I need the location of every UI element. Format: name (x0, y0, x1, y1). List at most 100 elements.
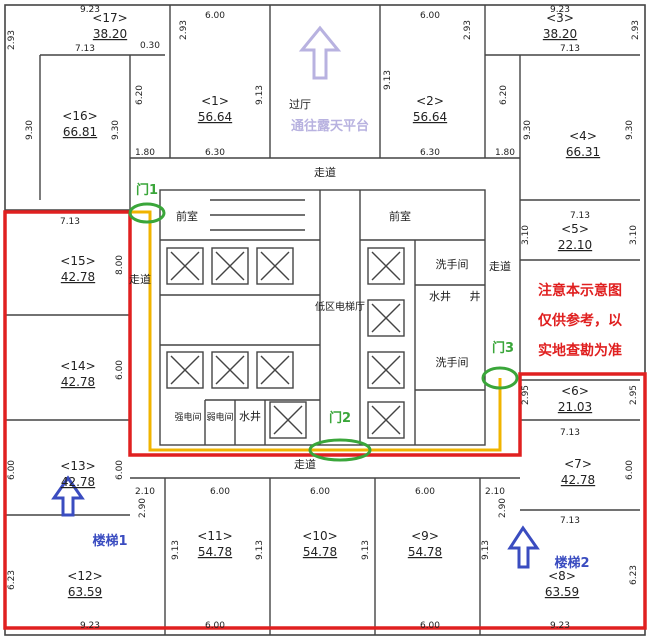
elevator-box (269, 401, 307, 439)
unit-id: <8> (548, 569, 576, 583)
dim-210-b: 2.10 (485, 487, 505, 497)
unit-area: 56.64 (198, 110, 232, 124)
dim-713-f: 7.13 (560, 516, 580, 526)
corridor-right-label: 走道 (489, 259, 511, 273)
notice-line-3: 实地查勘为准 (538, 342, 622, 359)
elevator-box (211, 247, 249, 285)
unit-area: 42.78 (61, 375, 95, 389)
unit-id: <3> (546, 11, 574, 25)
unit-id: <16> (62, 109, 97, 123)
pipe-well-label: 井 (470, 289, 481, 303)
dim-180-a: 1.80 (135, 148, 155, 158)
unit-area: 42.78 (561, 473, 595, 487)
unit-area: 42.78 (61, 270, 95, 284)
elevator-box (211, 351, 249, 389)
dim-913-e: 9.13 (361, 540, 371, 560)
corridor-left-label: 走道 (129, 272, 151, 286)
dim-top-left: 9.23 (80, 5, 100, 15)
dim-293-a: 2.93 (7, 30, 17, 50)
dim-620-a: 6.20 (135, 85, 145, 105)
dim-293-d: 2.93 (631, 20, 641, 40)
door1-label: 门1 (136, 182, 158, 198)
dim-913-c: 9.13 (171, 540, 181, 560)
unit-labels: <17>38.20<1>56.64<2>56.64<3>38.20<16>66.… (60, 11, 600, 599)
water-well-2-label: 水井 (239, 409, 261, 423)
elevator-box (367, 299, 405, 337)
unit-area: 38.20 (93, 27, 127, 41)
unit-area: 66.31 (566, 145, 600, 159)
elevator-group (166, 247, 405, 439)
unit-area: 63.59 (545, 585, 579, 599)
unit-id: <15> (60, 254, 95, 268)
dimension-labels: 9.23 6.00 6.00 9.23 7.13 7.13 7.13 7.13 … (7, 5, 641, 631)
hall-label: 过厅 (289, 98, 311, 111)
door2-marker (308, 438, 372, 462)
dim-630-a: 6.30 (205, 148, 225, 158)
unit-id: <13> (60, 459, 95, 473)
highlight-zone-red (3, 210, 647, 630)
dim-713-c: 7.13 (60, 217, 80, 227)
dim-930-a: 9.30 (25, 120, 35, 140)
unit-id: <12> (67, 569, 102, 583)
dim-930-b: 9.30 (111, 120, 121, 140)
elevator-box (166, 351, 204, 389)
elevator-box (367, 401, 405, 439)
unit-id: <10> (302, 529, 337, 543)
dim-030: 0.30 (140, 41, 160, 51)
dim-293-c: 2.93 (463, 20, 473, 40)
dim-600-d: 6.00 (310, 487, 330, 497)
washroom-top-label: 洗手间 (436, 257, 469, 271)
dim-600-h: 6.00 (7, 460, 17, 480)
dim-930-c: 9.30 (523, 120, 533, 140)
unit-area: 54.78 (408, 545, 442, 559)
unit-id: <9> (411, 529, 439, 543)
dim-913-f: 9.13 (481, 540, 491, 560)
unit-id: <14> (60, 359, 95, 373)
unit-area: 66.81 (63, 125, 97, 139)
unit-id: <11> (197, 529, 232, 543)
right-column-walls (520, 199, 640, 511)
dim-293-b: 2.93 (179, 20, 189, 40)
strong-elec-label: 强电间 (174, 411, 201, 423)
elevator-box (256, 247, 294, 285)
dim-713-d: 7.13 (570, 211, 590, 221)
dim-713-a: 7.13 (75, 44, 95, 54)
unit-area: 22.10 (558, 238, 592, 252)
dim-913-b: 9.13 (383, 70, 393, 90)
dim-top-right: 9.23 (550, 5, 570, 15)
corridor-bottom-label: 走道 (294, 457, 316, 471)
door3-marker (481, 366, 519, 390)
unit-id: <4> (569, 129, 597, 143)
dim-630-b: 6.30 (420, 148, 440, 158)
door2-label: 门2 (329, 410, 351, 426)
unit-area: 42.78 (61, 475, 95, 489)
dim-800: 8.00 (115, 255, 125, 275)
dim-623-b: 6.23 (629, 565, 639, 585)
door1-marker (128, 202, 166, 224)
dim-top-a: 6.00 (205, 11, 225, 21)
dim-713-e: 7.13 (560, 428, 580, 438)
water-well-label: 水井 (429, 289, 451, 303)
dim-310-b: 3.10 (629, 225, 639, 245)
elevator-box (367, 247, 405, 285)
elevator-box (166, 247, 204, 285)
unit-id: <1> (201, 94, 229, 108)
dim-600-g: 6.00 (115, 460, 125, 480)
dim-930-d: 9.30 (625, 120, 635, 140)
notice-line-2: 仅供参考，以 (537, 312, 622, 329)
elevator-box (367, 351, 405, 389)
washroom-bottom-label: 洗手间 (436, 355, 469, 369)
core-block (159, 189, 486, 446)
dim-bottom-left: 9.23 (80, 621, 100, 631)
dim-600-e: 6.00 (415, 487, 435, 497)
to-terrace-label: 通往露天平台 (291, 118, 369, 134)
room-labels: 过厅 走道 走道 走道 走道 前室 前室 低区电梯厅 洗手间 洗手间 水井 水井… (129, 98, 511, 471)
unit-id: <6> (561, 384, 589, 398)
dim-913-d: 9.13 (255, 540, 265, 560)
corridor-path-yellow (130, 210, 502, 452)
unit-id: <7> (564, 457, 592, 471)
unit-area: 54.78 (303, 545, 337, 559)
notice-text: 注意本示意图 仅供参考，以 实地查勘为准 (537, 282, 622, 359)
dim-295-a: 2.95 (521, 385, 531, 405)
unit-id: <2> (416, 94, 444, 108)
